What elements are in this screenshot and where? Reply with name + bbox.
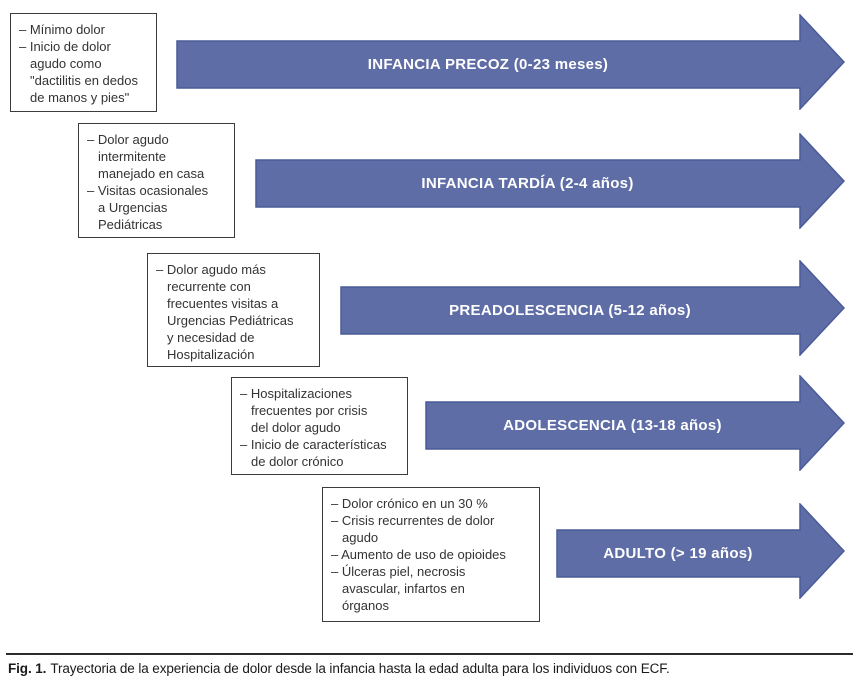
stage-arrow-label: INFANCIA TARDÍA (2-4 años) bbox=[421, 175, 634, 192]
separator-line bbox=[6, 653, 853, 655]
note-item: Crisis recurrentes de dolor agudo bbox=[331, 512, 535, 546]
note-item: Dolor agudo más recurrente con frecuente… bbox=[156, 261, 315, 363]
figure-caption: Fig. 1.Trayectoria de la experiencia de … bbox=[8, 661, 670, 676]
note-item: Dolor agudo intermitente manejado en cas… bbox=[87, 131, 230, 182]
stage-arrow-label: ADOLESCENCIA (13-18 años) bbox=[503, 417, 722, 434]
note-item: Inicio de características de dolor cróni… bbox=[240, 436, 403, 470]
right-arrow-icon bbox=[556, 503, 845, 599]
note-item: Mínimo dolor bbox=[19, 21, 152, 38]
caption-fig-label: Fig. 1. bbox=[8, 661, 47, 676]
note-item: Aumento de uso de opioides bbox=[331, 546, 535, 563]
stage-arrow-label: ADULTO (> 19 años) bbox=[603, 545, 753, 562]
stage-arrow-label: INFANCIA PRECOZ (0-23 meses) bbox=[367, 56, 609, 73]
right-arrow-icon bbox=[340, 260, 845, 356]
stage-arrow-adolescencia: ADOLESCENCIA (13-18 años) bbox=[425, 375, 845, 471]
note-box-preadolescencia: Dolor agudo más recurrente con frecuente… bbox=[147, 253, 320, 367]
caption-text: Trayectoria de la experiencia de dolor d… bbox=[50, 661, 670, 676]
note-box-adolescencia: Hospitalizaciones frecuentes por crisis … bbox=[231, 377, 408, 475]
stage-arrow-infancia-tardia: INFANCIA TARDÍA (2-4 años) bbox=[255, 133, 845, 229]
note-box-infancia-tardia: Dolor agudo intermitente manejado en cas… bbox=[78, 123, 235, 238]
right-arrow-icon bbox=[255, 133, 845, 229]
stage-arrow-preadolescencia: PREADOLESCENCIA (5-12 años) bbox=[340, 260, 845, 356]
note-item: Úlceras piel, necrosis avascular, infart… bbox=[331, 563, 535, 614]
note-item: Visitas ocasionales a Urgencias Pediátri… bbox=[87, 182, 230, 233]
note-item: Inicio de dolor agudo como "dactilitis e… bbox=[19, 38, 152, 106]
right-arrow-icon bbox=[425, 375, 845, 471]
note-item: Dolor crónico en un 30 % bbox=[331, 495, 535, 512]
right-arrow-icon bbox=[176, 14, 845, 110]
note-box-adulto: Dolor crónico en un 30 % Crisis recurren… bbox=[322, 487, 540, 622]
note-item: Hospitalizaciones frecuentes por crisis … bbox=[240, 385, 403, 436]
note-box-infancia-precoz: Mínimo dolor Inicio de dolor agudo como … bbox=[10, 13, 157, 112]
stage-arrow-adulto: ADULTO (> 19 años) bbox=[556, 503, 845, 599]
stage-arrow-infancia-precoz: INFANCIA PRECOZ (0-23 meses) bbox=[176, 14, 845, 110]
stage-arrow-label: PREADOLESCENCIA (5-12 años) bbox=[449, 302, 691, 319]
